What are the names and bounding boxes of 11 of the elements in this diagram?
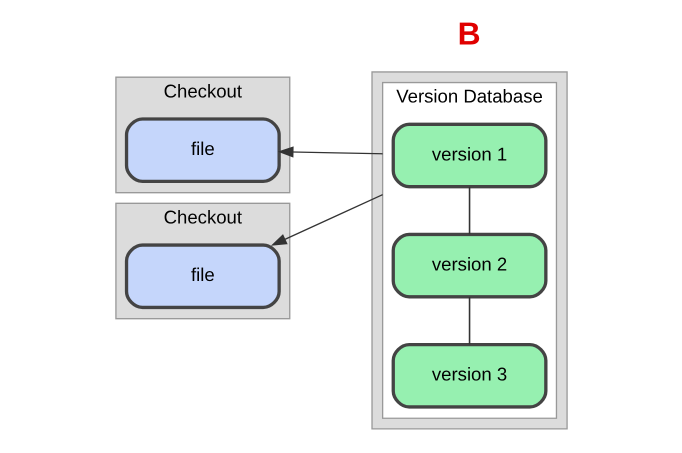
node-box: version 1 bbox=[391, 122, 547, 188]
arrow bbox=[270, 194, 382, 246]
arrow bbox=[277, 146, 382, 158]
connector bbox=[468, 297, 470, 344]
label: B bbox=[457, 15, 480, 52]
node-box: version 3 bbox=[391, 342, 547, 409]
node-box: version 2 bbox=[391, 232, 547, 298]
node-box: file bbox=[124, 117, 280, 184]
connector bbox=[468, 186, 470, 234]
node-box: file bbox=[124, 243, 280, 310]
cluster bbox=[370, 71, 568, 430]
